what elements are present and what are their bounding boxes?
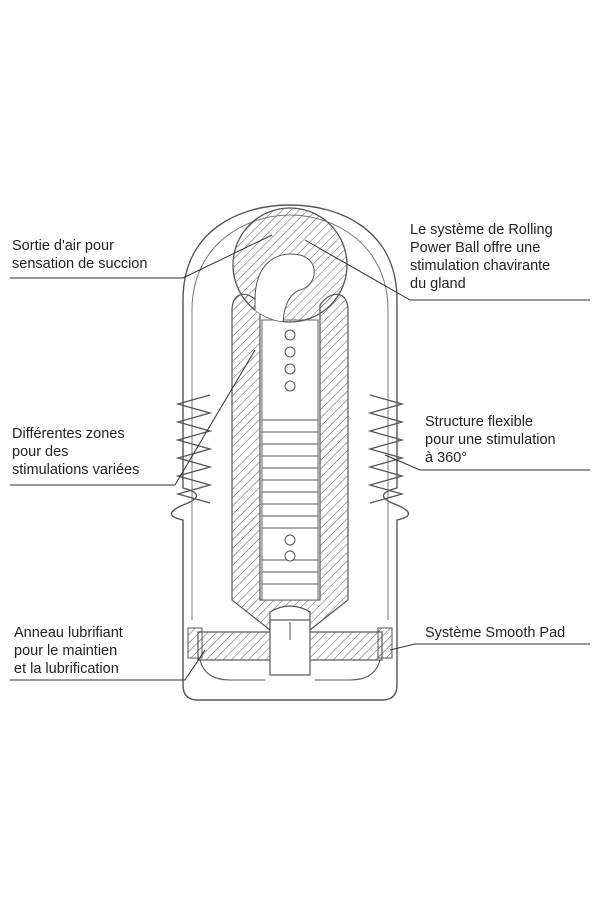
leader-flex <box>384 454 590 471</box>
leader-pad <box>389 643 590 651</box>
callout-smooth-pad: Système Smooth Pad <box>425 624 565 642</box>
callout-zones: Différentes zones pour des stimulations … <box>12 425 139 479</box>
callout-flex-line-3: à 360° <box>425 450 468 466</box>
right-bellows <box>367 394 405 504</box>
left-bellows <box>175 394 213 504</box>
ring-block-right <box>377 627 393 659</box>
callout-ring-line-1: Anneau lubrifiant <box>14 625 123 641</box>
callout-flex-line-1: Structure flexible <box>425 414 533 430</box>
callout-zones-line-1: Différentes zones <box>12 426 125 442</box>
callout-flex-line-2: pour une stimulation <box>425 432 556 448</box>
callout-air-outlet: Sortie d'air pour sensation de succion <box>12 237 147 273</box>
callout-pad-line-1: Système Smooth Pad <box>425 625 566 641</box>
leader-ball <box>304 239 590 301</box>
callout-air-line-2: sensation de succion <box>12 256 148 272</box>
leader-lines <box>10 234 590 681</box>
lubricating-ring-left <box>199 659 265 681</box>
callout-zones-line-2: pour des <box>12 444 69 460</box>
callout-ring-line-3: et la lubrification <box>14 661 119 677</box>
callout-ball-line-2: Power Ball offre une <box>410 240 541 256</box>
outer-casing-lower <box>182 630 398 701</box>
ring-block-left <box>187 627 203 659</box>
channel-nubs <box>284 329 296 562</box>
callout-flexible-structure: Structure flexible pour une stimulation … <box>425 413 556 467</box>
callout-rolling-ball: Le système de Rolling Power Ball offre u… <box>410 221 553 293</box>
leader-air <box>10 234 273 279</box>
outer-casing <box>170 204 410 630</box>
leader-ring <box>10 649 206 681</box>
callout-ball-line-3: stimulation chavirante <box>410 258 551 274</box>
callout-lubricating-ring: Anneau lubrifiant pour le maintien et la… <box>14 624 123 678</box>
callout-ball-line-1: Le système de Rolling <box>410 222 553 238</box>
callout-zones-line-3: stimulations variées <box>12 462 140 478</box>
lubricating-ring-right <box>315 659 381 681</box>
callout-ring-line-2: pour le maintien <box>14 643 118 659</box>
callout-ball-line-4: du gland <box>410 276 466 292</box>
callout-air-line-1: Sortie d'air pour <box>12 238 114 254</box>
leader-zones <box>10 349 256 486</box>
